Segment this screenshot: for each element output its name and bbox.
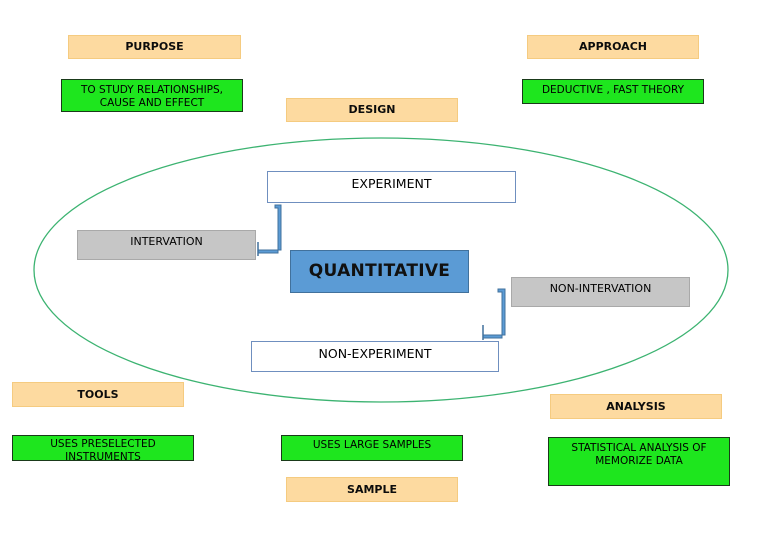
connector-experiment-intervation xyxy=(257,204,282,254)
design-ellipse xyxy=(33,137,729,403)
analysis-label: ANALYSIS xyxy=(550,394,722,419)
intervation-box: INTERVATION xyxy=(77,230,256,260)
approach-text: DEDUCTIVE , FAST THEORY xyxy=(522,79,704,104)
experiment-box: EXPERIMENT xyxy=(267,171,516,203)
approach-label: APPROACH xyxy=(527,35,699,59)
quantitative-box: QUANTITATIVE xyxy=(290,250,469,293)
non-intervation-box: NON-INTERVATION xyxy=(511,277,690,307)
sample-label: SAMPLE xyxy=(286,477,458,502)
tools-label: TOOLS xyxy=(12,382,184,407)
purpose-text: TO STUDY RELATIONSHIPS, CAUSE AND EFFECT xyxy=(61,79,243,112)
non-experiment-box: NON-EXPERIMENT xyxy=(251,341,499,372)
sample-text: USES LARGE SAMPLES xyxy=(281,435,463,461)
purpose-label: PURPOSE xyxy=(68,35,241,59)
design-label: DESIGN xyxy=(286,98,458,122)
analysis-text: STATISTICAL ANALYSIS OF MEMORIZE DATA xyxy=(548,437,730,486)
connector-nonintervation-nonexperiment xyxy=(482,288,506,339)
tools-text: USES PRESELECTED INSTRUMENTS xyxy=(12,435,194,461)
